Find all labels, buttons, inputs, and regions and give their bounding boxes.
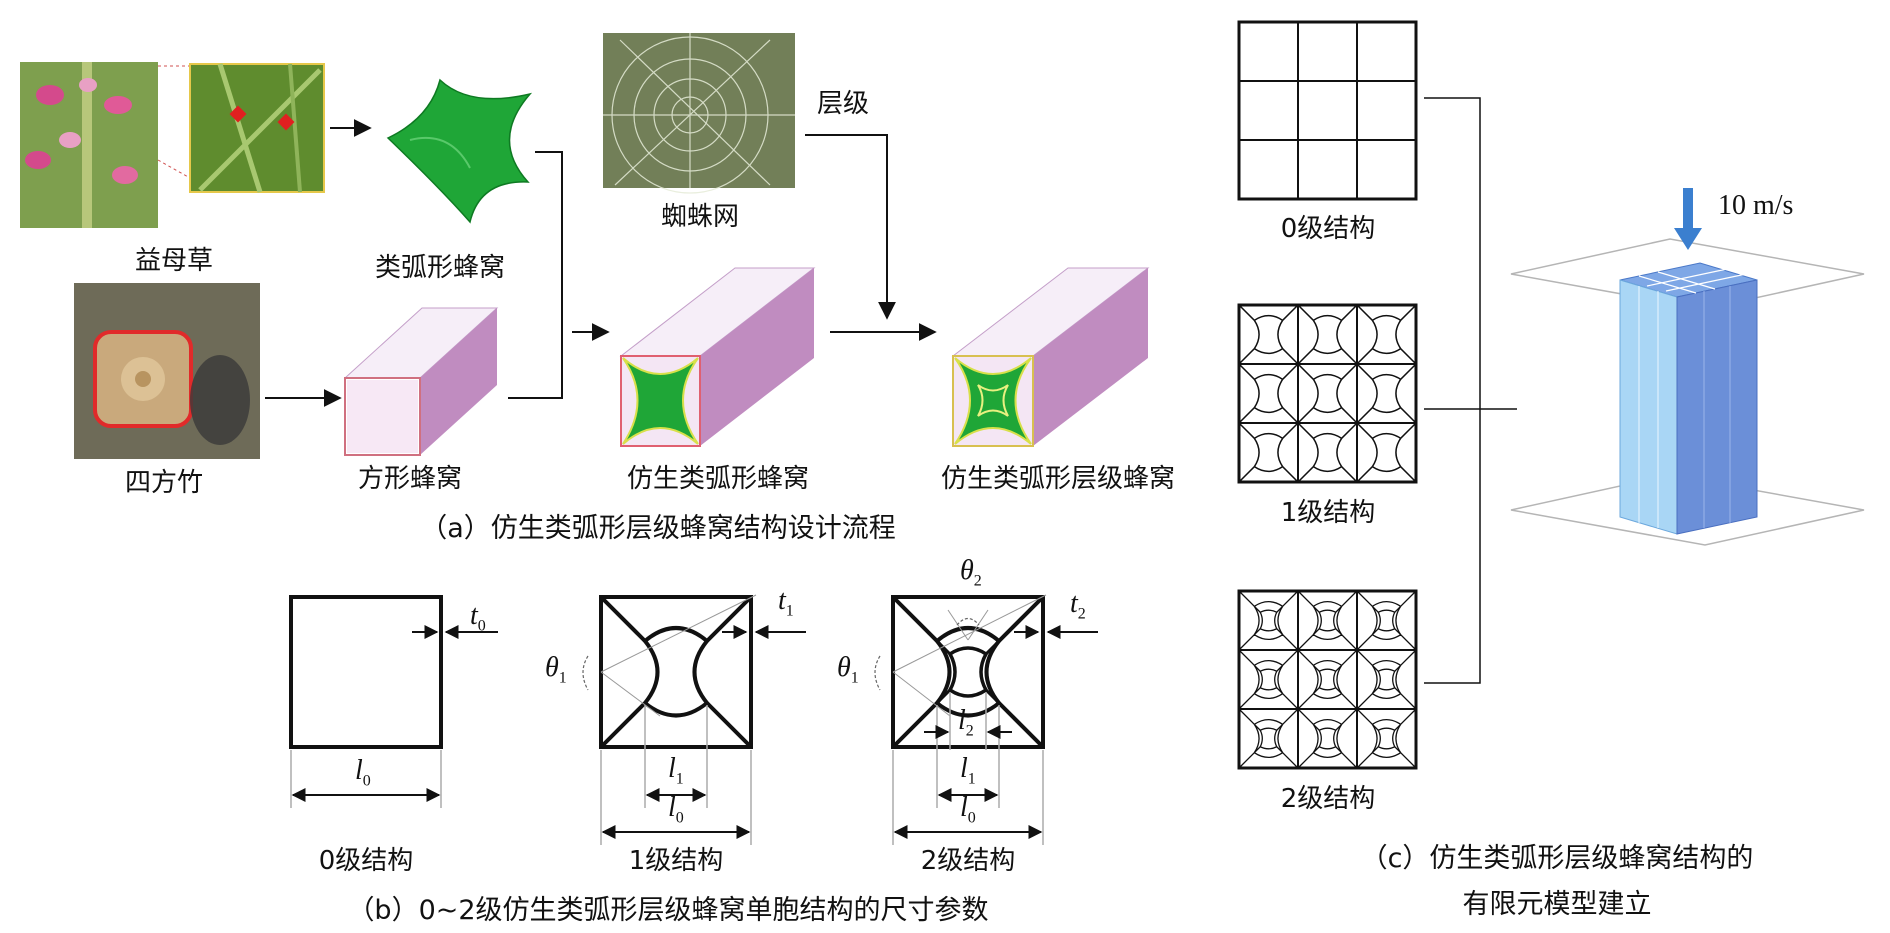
level2-cell: [1297, 649, 1358, 710]
dim-theta2: θ2: [960, 555, 982, 590]
level2-unit-cell: [874, 594, 1098, 845]
label-hierarchy: 层级: [816, 89, 870, 119]
label-spider-web: 蜘蛛网: [660, 202, 740, 232]
dim-l1-level1: l1: [668, 753, 684, 788]
bionic-arc-hierarchical-honeycomb-prism: [951, 267, 1150, 447]
label-arc-honeycomb: 类弧形蜂窝: [374, 253, 506, 283]
level2-cell: [1356, 649, 1417, 710]
level2-cell: [1356, 590, 1417, 651]
dim-theta1-level2: θ1: [837, 652, 859, 687]
arc-honeycomb-shape: [386, 78, 533, 224]
level2-grid: [1237, 589, 1418, 770]
caption-c-line2: 有限元模型建立: [1462, 889, 1652, 920]
level1-cell: [1297, 304, 1358, 365]
level1-cell: [1356, 422, 1417, 483]
grid-connector: [1424, 97, 1517, 684]
level1-cell: [1238, 304, 1299, 365]
caption-c-line1: （c）仿生类弧形层级蜂窝结构的: [1360, 843, 1754, 874]
dim-theta1-level1: θ1: [545, 652, 567, 687]
level1-cell: [1356, 304, 1417, 365]
velocity-label: 10 m/s: [1718, 190, 1794, 221]
level1-cell: [1238, 422, 1299, 483]
level2-cell: [1238, 649, 1299, 710]
label-motherwort: 益母草: [134, 246, 214, 276]
dim-l2-level2: l2: [958, 705, 974, 740]
dim-t0: t0: [470, 600, 486, 635]
dim-l0-level1: l0: [668, 792, 684, 827]
label-level1: 1级结构: [628, 846, 724, 876]
level2-cell: [1297, 590, 1358, 651]
caption-b: （b）0~2级仿生类弧形层级蜂窝单胞结构的尺寸参数: [347, 895, 989, 926]
label-bionic-arc-honeycomb: 仿生类弧形蜂窝: [626, 464, 810, 494]
dim-l0-level0: l0: [355, 755, 371, 790]
dim-t2: t2: [1070, 588, 1086, 623]
label-level0: 0级结构: [318, 846, 414, 876]
fe-model: [1510, 188, 1865, 546]
level1-cell: [1297, 422, 1358, 483]
dim-t1: t1: [778, 585, 794, 620]
label-grid-level2: 2级结构: [1280, 784, 1376, 814]
level2-cell: [1297, 708, 1358, 769]
level1-unit-cell: [582, 594, 806, 845]
label-square-honeycomb: 方形蜂窝: [357, 464, 463, 494]
dim-l0-level2: l0: [960, 792, 976, 827]
square-bamboo-photo: [74, 283, 260, 459]
level1-cell: [1238, 363, 1299, 424]
level1-cell: [1297, 363, 1358, 424]
motherwort-stem-detail: [189, 63, 325, 193]
spider-web-photo: [603, 33, 795, 194]
level2-cell: [1356, 708, 1417, 769]
caption-a: （a）仿生类弧形层级蜂窝结构设计流程: [420, 513, 896, 544]
label-square-bamboo: 四方竹: [124, 468, 204, 498]
square-honeycomb-prism: [343, 307, 499, 456]
bionic-arc-honeycomb-prism: [619, 267, 816, 447]
level0-unit-cell: [289, 595, 498, 808]
motherwort-photo: [20, 62, 158, 228]
level1-cell: [1356, 363, 1417, 424]
level2-cell: [1238, 590, 1299, 651]
dim-l1-level2: l1: [960, 753, 976, 788]
label-level2: 2级结构: [920, 846, 1016, 876]
label-bionic-arc-hier-honeycomb: 仿生类弧形层级蜂窝: [940, 464, 1176, 494]
level2-cell: [1238, 708, 1299, 769]
label-grid-level0: 0级结构: [1280, 214, 1376, 244]
level0-grid: [1237, 20, 1418, 201]
level1-grid: [1237, 303, 1418, 484]
label-grid-level1: 1级结构: [1280, 498, 1376, 528]
